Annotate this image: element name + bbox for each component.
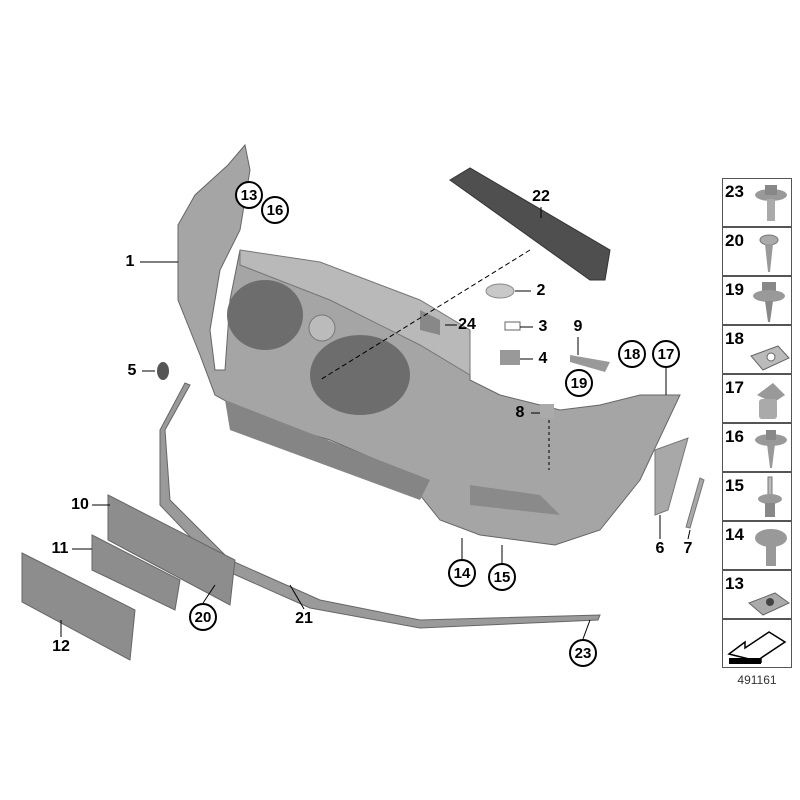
fastener-box-17: 17 xyxy=(722,374,792,423)
speed-nut-icon xyxy=(748,592,790,616)
bumper-carrier xyxy=(449,167,611,281)
callout-2: 2 xyxy=(536,282,546,299)
callout-8: 8 xyxy=(515,404,525,421)
callout-5: 5 xyxy=(127,362,137,379)
clip-nut-icon xyxy=(750,345,790,371)
clip-3 xyxy=(504,321,521,331)
grille-opening-right xyxy=(310,335,410,415)
nut-8 xyxy=(540,404,554,418)
fastener-box-19: 19 xyxy=(722,276,792,325)
fastener-number: 15 xyxy=(725,476,744,495)
fastener-number: 14 xyxy=(725,525,744,544)
callout-12: 12 xyxy=(52,638,70,655)
callout-14: 14 xyxy=(448,559,476,587)
direction-arrow-icon xyxy=(727,631,787,664)
callout-3: 3 xyxy=(538,318,548,335)
expanding-nut-icon xyxy=(757,383,785,419)
fastener-box-15: 15 xyxy=(722,472,792,521)
callout-22: 22 xyxy=(532,188,550,205)
fastener-box-20: 20 xyxy=(722,227,792,276)
fastener-box-16: 16 xyxy=(722,423,792,472)
fastener-box-13: 13 xyxy=(722,570,792,619)
license-plate-base-11 xyxy=(91,534,181,611)
washer-screw-icon xyxy=(755,529,787,566)
hex-bolt-icon xyxy=(755,185,787,221)
license-plate-base-12 xyxy=(21,552,136,661)
fastener-box-18: 18 xyxy=(722,325,792,374)
callout-13: 13 xyxy=(235,181,263,209)
fastener-number: 19 xyxy=(725,280,744,299)
plug-5 xyxy=(157,362,169,380)
fastener-box-14: 14 xyxy=(722,521,792,570)
expanding-rivet-icon xyxy=(758,476,782,517)
callout-10: 10 xyxy=(71,496,89,513)
fastener-number: 20 xyxy=(725,231,744,250)
fastener-number: 23 xyxy=(725,182,744,201)
callout-16: 16 xyxy=(261,196,289,224)
callout-21: 21 xyxy=(295,610,313,627)
grille-opening-left xyxy=(227,280,303,350)
holder-4 xyxy=(500,350,520,365)
fastener-number: 17 xyxy=(725,378,744,397)
trim-7 xyxy=(685,477,705,529)
direction-arrow-box xyxy=(722,619,792,668)
fastener-number: 13 xyxy=(725,574,744,593)
emblem-mount xyxy=(308,314,336,342)
bracket-9 xyxy=(570,355,610,372)
fastener-box-23: 23 xyxy=(722,178,792,227)
callout-1: 1 xyxy=(125,253,135,270)
callout-7: 7 xyxy=(683,540,693,557)
callout-4: 4 xyxy=(538,350,548,367)
tow-hook-cover xyxy=(485,283,515,299)
license-plate-base-10 xyxy=(107,494,236,606)
callout-24: 24 xyxy=(458,316,476,333)
callout-19: 19 xyxy=(565,369,593,397)
front-spoiler-lip xyxy=(159,382,601,629)
leader-lines xyxy=(60,207,691,640)
callout-18: 18 xyxy=(618,340,646,368)
callout-20: 20 xyxy=(189,603,217,631)
fastener-number: 18 xyxy=(725,329,744,348)
trim-6 xyxy=(654,437,689,516)
callout-11: 11 xyxy=(51,540,69,557)
collar-screw-icon xyxy=(755,430,787,468)
callout-6: 6 xyxy=(655,540,665,557)
diagram-code: 491161 xyxy=(737,673,777,687)
screw-icon xyxy=(759,234,779,272)
callout-17: 17 xyxy=(652,340,680,368)
bracket-24 xyxy=(420,310,440,335)
callout-9: 9 xyxy=(573,318,583,335)
callout-15: 15 xyxy=(488,563,516,591)
callout-23: 23 xyxy=(569,639,597,667)
hex-screw-icon xyxy=(753,282,785,322)
fastener-number: 16 xyxy=(725,427,744,446)
